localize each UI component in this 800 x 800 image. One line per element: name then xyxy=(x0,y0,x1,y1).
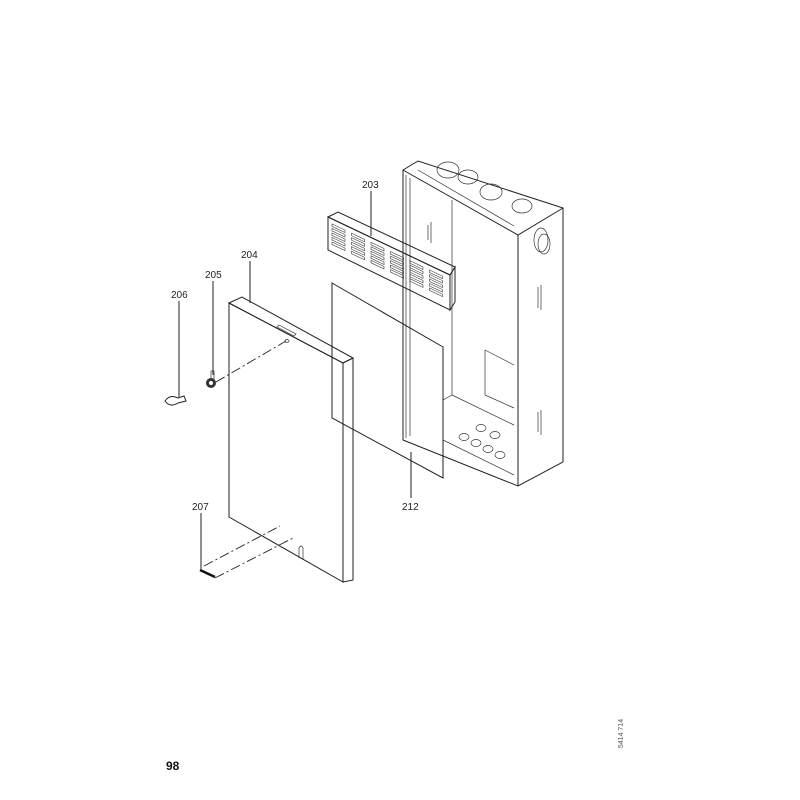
pin-axis-line-2 xyxy=(214,537,294,579)
grille-slot xyxy=(429,282,443,293)
part-label-212: 212 xyxy=(402,502,419,513)
grille-slot xyxy=(429,273,443,284)
grille-slot xyxy=(390,264,404,275)
grille-slot xyxy=(409,260,424,270)
drawing-code: 5414 714 xyxy=(618,718,626,749)
key-206 xyxy=(164,395,187,406)
grille-slot xyxy=(331,232,346,243)
cabinet-housing xyxy=(402,160,564,487)
grille-slot xyxy=(409,273,424,284)
grille-slot xyxy=(351,241,365,252)
vent-grille-203 xyxy=(326,211,456,312)
grille-slot xyxy=(351,250,365,261)
grille-slot xyxy=(370,259,385,270)
pin-axis-line-1 xyxy=(203,525,281,567)
hinge-pin-207 xyxy=(199,568,216,579)
grille-slot xyxy=(331,237,346,247)
page-number: 98 xyxy=(166,759,180,773)
part-label-203: 203 xyxy=(362,180,379,191)
grille-slot xyxy=(351,237,365,247)
grille-slot xyxy=(429,287,443,298)
part-label-206: 206 xyxy=(171,290,188,301)
grille-slot xyxy=(331,241,346,252)
part-label-204: 204 xyxy=(241,250,258,261)
grille-slot xyxy=(370,255,385,265)
grille-slot xyxy=(331,223,346,234)
grille-slot xyxy=(390,255,404,266)
part-label-207: 207 xyxy=(192,502,209,513)
lock-axis-line xyxy=(215,340,287,383)
grille-slot xyxy=(409,269,424,279)
grille-slot xyxy=(390,269,404,279)
lock-205 xyxy=(206,370,216,388)
filter-panel-212 xyxy=(331,282,444,479)
door-204 xyxy=(227,296,355,583)
grille-slot xyxy=(370,241,385,252)
grille-slot xyxy=(429,269,443,280)
grille-slot xyxy=(331,228,346,238)
grille-slot xyxy=(409,264,424,275)
grille-slot xyxy=(370,246,385,256)
grille-slot xyxy=(409,278,424,288)
grille-slot xyxy=(351,246,365,256)
grille-slot xyxy=(390,251,404,261)
grille-slot xyxy=(429,278,443,289)
part-label-205: 205 xyxy=(205,270,222,281)
grille-slot xyxy=(370,250,385,261)
grille-slot xyxy=(390,260,404,270)
grille-slot xyxy=(351,232,365,243)
